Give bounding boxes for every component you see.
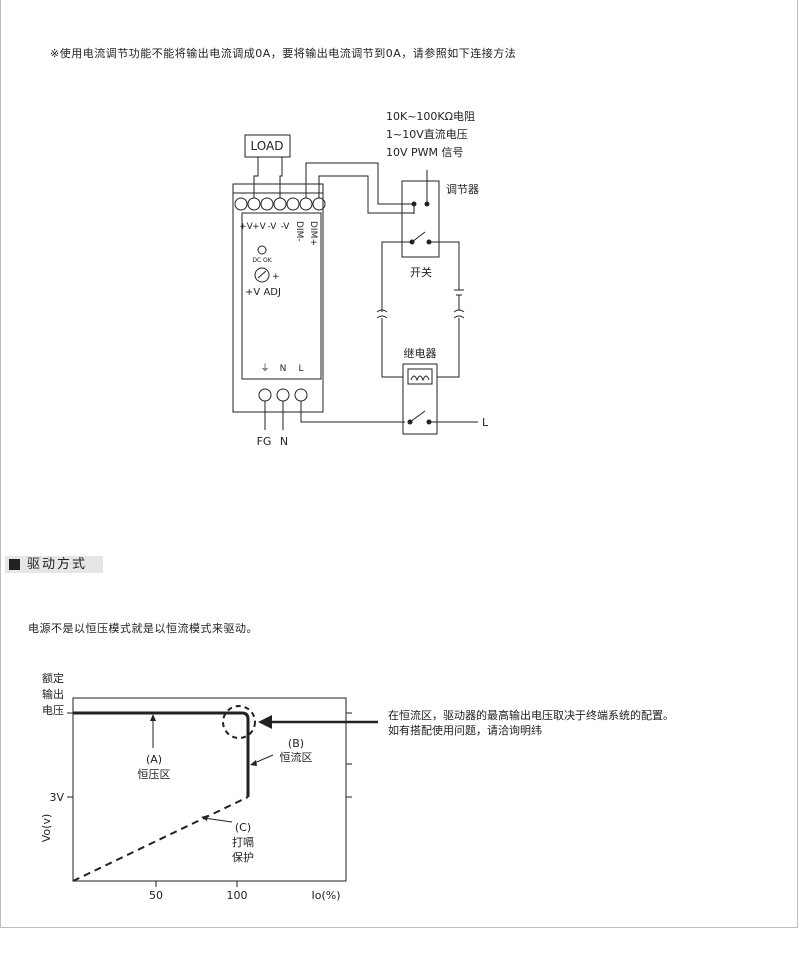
section-square-icon bbox=[9, 559, 20, 570]
bottom-label-ground: ⏚ bbox=[260, 363, 269, 374]
fg-label: FG bbox=[257, 435, 272, 448]
regulator-spec-1: 10K~100KΩ电阻 bbox=[386, 110, 475, 123]
terminal-l bbox=[294, 388, 308, 402]
terminal-vplus-2 bbox=[247, 197, 261, 211]
relay-contact bbox=[409, 410, 426, 423]
vadj-label: +V ADJ bbox=[245, 287, 281, 298]
page-frame bbox=[0, 0, 798, 928]
relay-label: 继电器 bbox=[404, 347, 437, 360]
terminal-vminus-1 bbox=[260, 197, 274, 211]
terminal-label-vminus-1: -V bbox=[268, 222, 278, 232]
dc-ok-led bbox=[257, 245, 267, 255]
regulator-spec-2: 1~10V直流电压 bbox=[386, 127, 468, 141]
bottom-label-l: L bbox=[298, 364, 303, 374]
regulator-label: 调节器 bbox=[446, 183, 479, 196]
relay-box bbox=[402, 363, 438, 435]
section-header: 驱动方式 bbox=[5, 556, 103, 573]
terminal-vminus-2 bbox=[273, 197, 287, 211]
load-box bbox=[244, 134, 291, 158]
connection-note: ※使用电流调节功能不能将输出电流调成0A，要将输出电流调节到0A，请参照如下连接… bbox=[50, 47, 517, 60]
vadj-plus-label: + bbox=[272, 272, 280, 282]
terminal-label-vminus-2: -V bbox=[281, 222, 291, 232]
terminal-label-dim-plus: DIM+ bbox=[308, 221, 318, 246]
bottom-label-n: N bbox=[280, 364, 287, 374]
relay-coil bbox=[407, 368, 433, 385]
terminal-label-vplus-2: +V bbox=[252, 222, 267, 232]
terminal-vplus-1 bbox=[234, 197, 248, 211]
switch-label: 开关 bbox=[410, 265, 432, 279]
terminal-dim-plus bbox=[299, 197, 313, 211]
terminal-dim-minus bbox=[286, 197, 300, 211]
n-label: N bbox=[280, 435, 288, 448]
regulator-box bbox=[401, 180, 440, 258]
power-supply-panel bbox=[241, 212, 322, 380]
section-title: 驱动方式 bbox=[27, 557, 88, 572]
dc-ok-label: DC OK bbox=[252, 257, 272, 264]
switch-contact bbox=[411, 231, 426, 243]
terminal-fg bbox=[258, 388, 272, 402]
regulator-spec-3: 10V PWM 信号 bbox=[386, 146, 464, 159]
drive-mode-description: 电源不是以恒压模式就是以恒流模式来驱动。 bbox=[28, 622, 258, 635]
load-label: LOAD bbox=[251, 139, 284, 153]
vadj-potentiometer bbox=[254, 267, 270, 283]
terminal-n bbox=[276, 388, 290, 402]
power-supply-body bbox=[232, 192, 324, 413]
terminal-label-vplus-1: +V bbox=[239, 222, 254, 232]
terminal-label-dim-minus: DIM- bbox=[294, 221, 304, 242]
l-output-label: L bbox=[482, 416, 489, 429]
